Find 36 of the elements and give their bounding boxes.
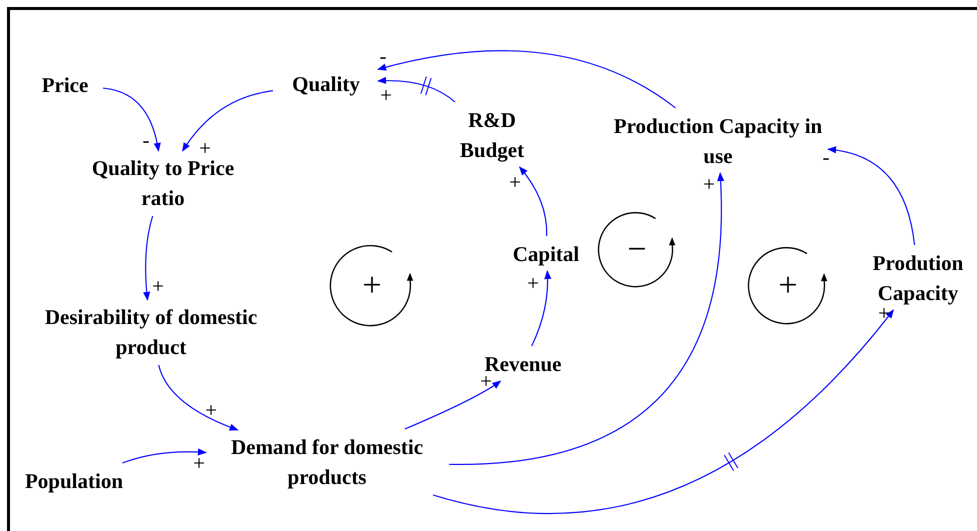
variable-label: Price — [40, 72, 90, 99]
polarity-sign: + — [152, 276, 164, 296]
arrow — [531, 270, 552, 346]
polarity-sign: + — [199, 138, 211, 158]
polarity-sign: + — [703, 174, 715, 194]
variable-label: Capital — [512, 241, 580, 268]
polarity-sign: - — [822, 147, 830, 167]
variable-label: Desirability of domestic product — [44, 304, 258, 361]
arrow — [102, 88, 161, 152]
variable-label: Quality to Price ratio — [90, 155, 236, 212]
polarity-sign: - — [142, 130, 150, 150]
arrow — [404, 380, 502, 430]
polarity-sign: + — [205, 400, 217, 420]
polarity-sign: + — [509, 172, 521, 192]
variable-label: Quality — [291, 71, 361, 98]
polarity-sign: - — [380, 46, 386, 66]
loop-polarity: − — [627, 233, 647, 267]
arrow — [432, 309, 894, 514]
variable-label: Demand for domestic products — [230, 434, 424, 491]
arrow — [122, 448, 207, 464]
polarity-sign: + — [527, 273, 539, 293]
arrow — [182, 90, 274, 152]
loop-polarity: + — [778, 269, 798, 303]
variable-label: Population — [24, 468, 124, 495]
arrow — [143, 216, 154, 301]
variable-label: Production Capacity in use — [612, 113, 823, 170]
polarity-sign: + — [380, 85, 392, 105]
arrow — [377, 50, 676, 108]
variable-label: R&D Budget — [458, 107, 526, 164]
loop-polarity: + — [362, 269, 382, 303]
arrow — [519, 166, 548, 236]
arrow — [448, 172, 724, 465]
arrow — [158, 364, 239, 431]
arrow — [377, 77, 456, 102]
polarity-sign: + — [193, 453, 205, 473]
arrow — [827, 146, 916, 246]
